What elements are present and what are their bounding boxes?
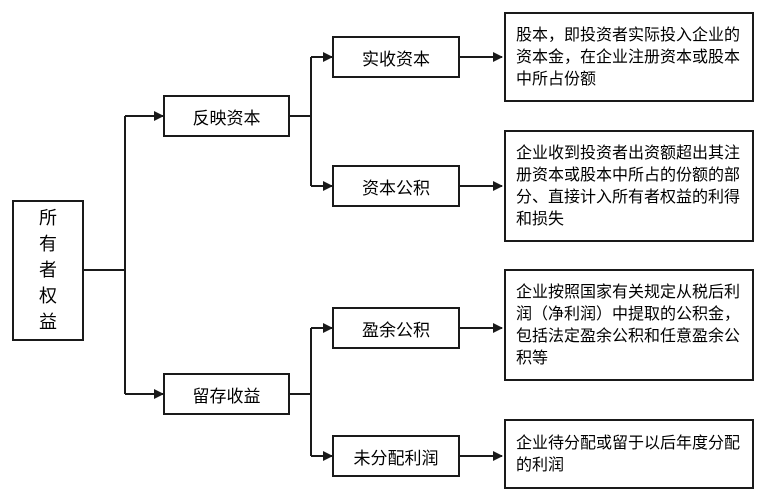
node-undistributed-profit: 未分配利润 [332,435,460,477]
desc-text: 股本，即投资者实际投入企业的资本金，在企业注册资本或股本中所占份额 [516,25,741,88]
root-char: 所 [39,207,57,229]
root-node: 所 有 者 权 益 [12,200,84,341]
desc-paid-in-capital: 股本，即投资者实际投入企业的资本金，在企业注册资本或股本中所占份额 [504,12,754,102]
node-surplus-reserve: 盈余公积 [332,307,460,349]
node-label: 盈余公积 [362,320,430,341]
root-char: 者 [39,259,57,281]
node-label: 留存收益 [192,386,261,407]
node-retained-earnings: 留存收益 [163,373,290,415]
root-char: 有 [39,233,57,255]
desc-undistributed-profit: 企业待分配或留于以后年度分配的利润 [504,419,754,489]
desc-surplus-reserve: 企业按照国家有关规定从税后利润（净利润）中提取的公积金，包括法定盈余公积和任意盈… [504,269,754,381]
root-char: 权 [39,285,57,307]
desc-text: 企业按照国家有关规定从税后利润（净利润）中提取的公积金，包括法定盈余公积和任意盈… [516,282,741,367]
desc-capital-reserve: 企业收到投资者出资额超出其注册资本或股本中所占的份额的部分、直接计入所有者权益的… [504,130,754,242]
node-label: 资本公积 [362,178,430,199]
node-label: 反映资本 [192,108,261,129]
node-paid-in-capital: 实收资本 [332,36,460,78]
root-char: 益 [39,311,57,333]
desc-text: 企业待分配或留于以后年度分配的利润 [516,433,741,474]
node-label: 未分配利润 [353,448,439,469]
node-reflect-capital: 反映资本 [163,95,290,137]
desc-text: 企业收到投资者出资额超出其注册资本或股本中所占的份额的部分、直接计入所有者权益的… [516,143,741,228]
node-label: 实收资本 [362,49,430,70]
node-capital-reserve: 资本公积 [332,165,460,207]
